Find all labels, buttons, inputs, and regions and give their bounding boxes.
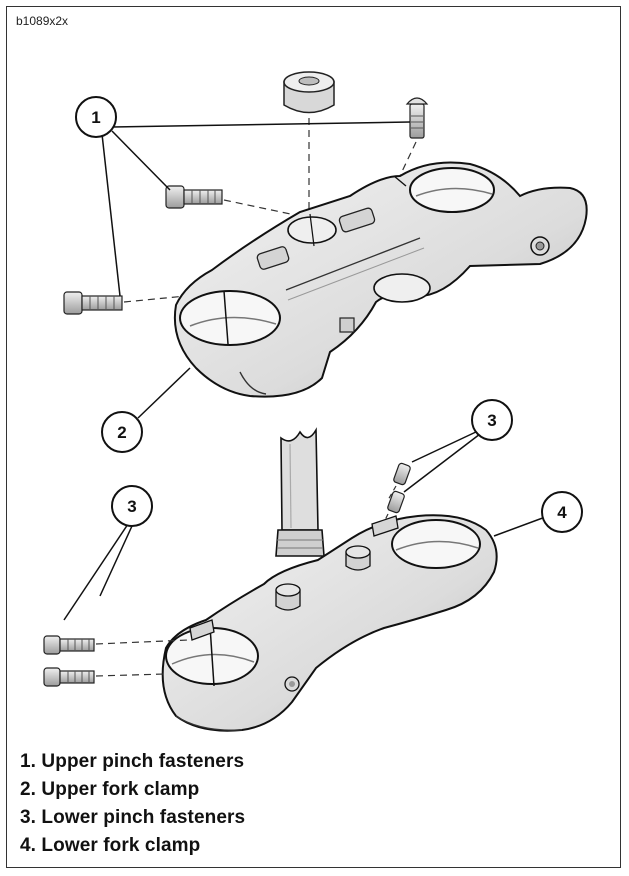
leader-lines — [63, 121, 549, 621]
steering-stem — [275, 427, 325, 557]
legend-item-1: 1. Upper pinch fasteners — [20, 751, 245, 772]
upper-middle-pinch-bolt — [165, 185, 223, 209]
legend-item-4: 4. Lower fork clamp — [20, 835, 201, 856]
lower-fork-clamp — [161, 514, 498, 732]
legend-item-2: 2. Upper fork clamp — [20, 779, 200, 800]
callout-2-number: 2 — [117, 423, 126, 442]
top-nut — [283, 71, 335, 114]
callout-3-right: 3 — [471, 399, 513, 441]
parts-legend: 1. Upper pinch fasteners 2. Upper fork c… — [20, 748, 245, 860]
upper-fork-clamp — [173, 161, 588, 398]
callout-4: 4 — [541, 491, 583, 533]
callout-4-number: 4 — [557, 503, 567, 522]
callout-2: 2 — [101, 411, 143, 453]
callout-1-number: 1 — [91, 108, 100, 127]
legend-item-3: 3. Lower pinch fasteners — [20, 807, 246, 828]
callout-3-left-number: 3 — [127, 497, 136, 516]
callout-3-left: 3 — [111, 485, 153, 527]
figure-id: b1089x2x — [16, 14, 69, 28]
lower-left-pinch-bolts — [43, 635, 95, 687]
upper-lower-pinch-bolt — [63, 291, 123, 315]
lower-right-pinch-bolts — [387, 462, 411, 514]
callout-3-right-number: 3 — [487, 411, 496, 430]
upper-right-pinch-bolt — [405, 97, 429, 139]
callout-1: 1 — [75, 96, 117, 138]
